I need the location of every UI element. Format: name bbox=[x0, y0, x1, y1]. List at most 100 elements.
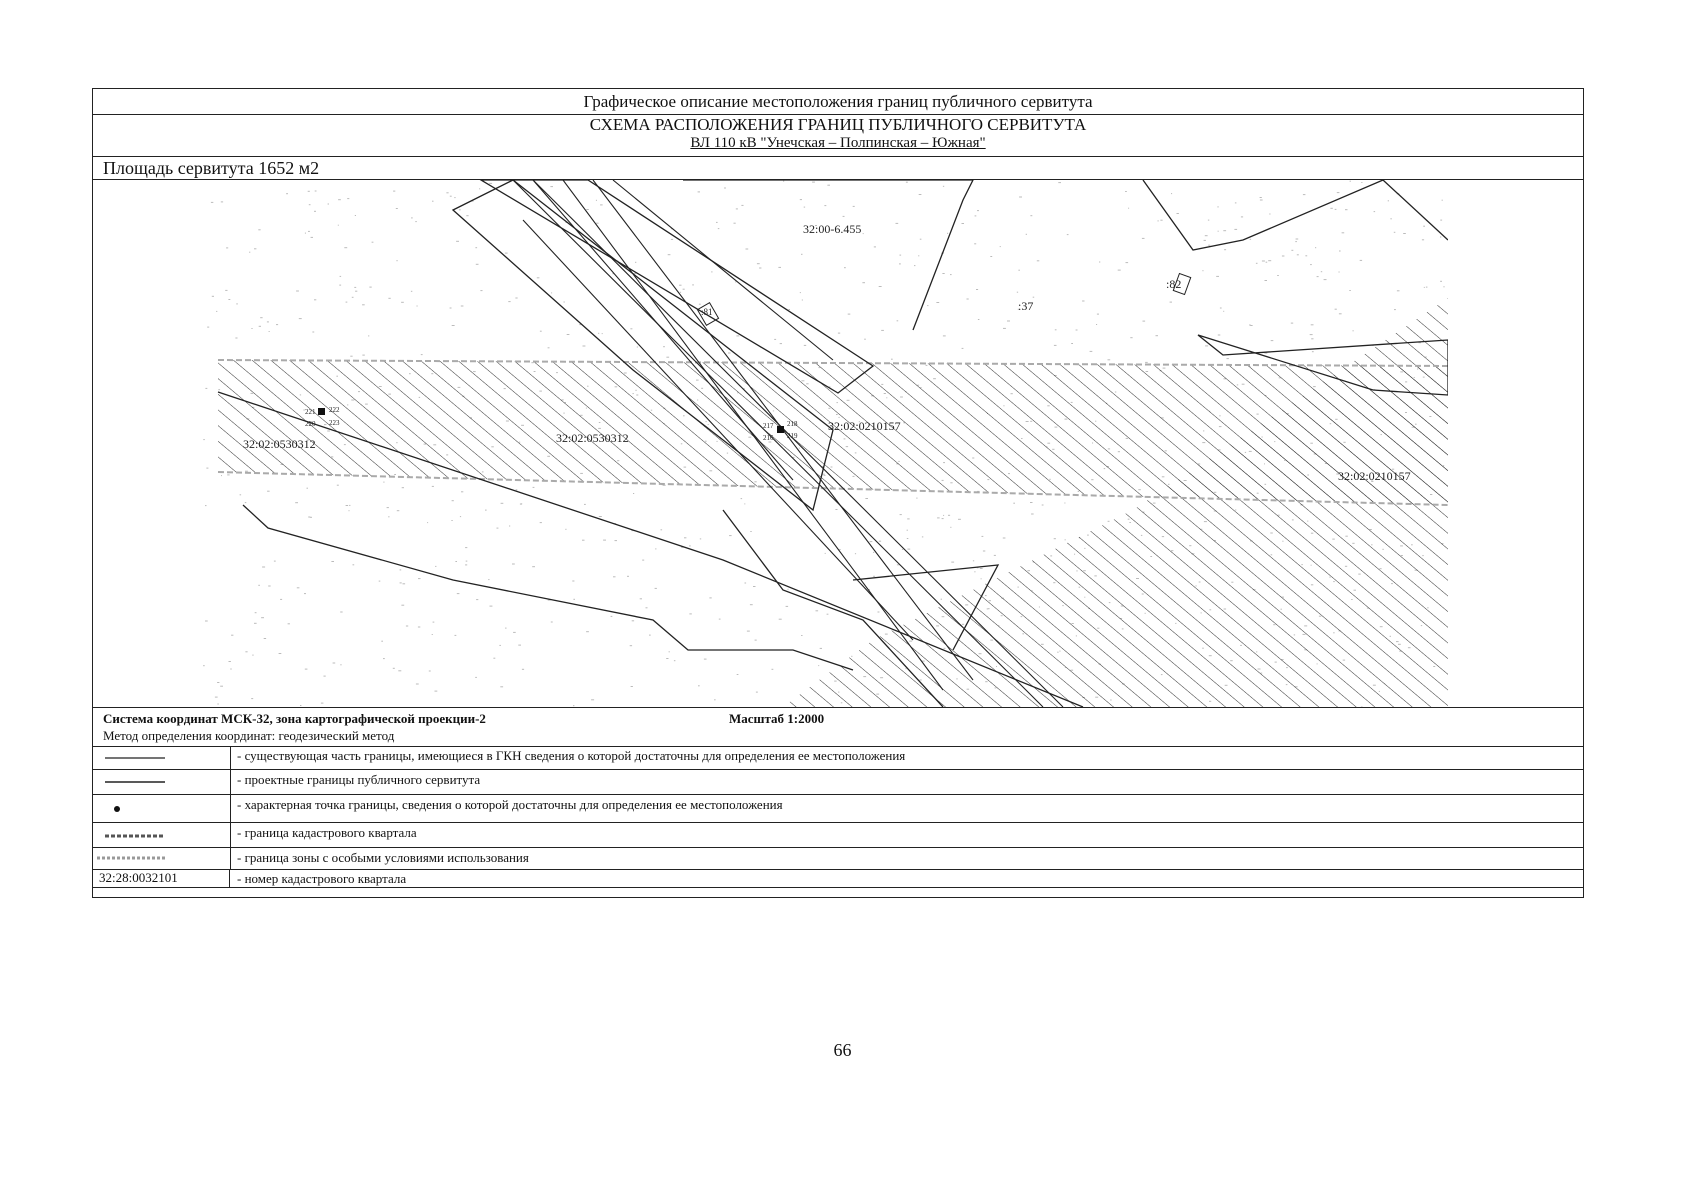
noise-dot bbox=[977, 210, 979, 212]
noise-dot bbox=[698, 303, 701, 305]
noise-dot bbox=[465, 560, 468, 562]
noise-dot bbox=[339, 275, 342, 277]
noise-dot bbox=[951, 561, 955, 563]
noise-dot bbox=[314, 299, 317, 301]
noise-dot bbox=[799, 292, 801, 294]
noise-dot bbox=[488, 579, 490, 581]
noise-dot bbox=[679, 284, 682, 286]
noise-dot bbox=[258, 229, 261, 231]
noise-dot bbox=[980, 578, 982, 580]
noise-dot bbox=[1423, 225, 1425, 227]
noise-dot bbox=[869, 541, 873, 543]
quarter-label: 32:02:0530312 bbox=[556, 431, 629, 445]
map-canvas: 32:02:0530312 32:02:0530312 32:02:021015… bbox=[203, 180, 1448, 707]
noise-dot bbox=[278, 653, 282, 654]
noise-dot bbox=[1018, 269, 1020, 271]
characteristic-point-left bbox=[318, 408, 325, 415]
noise-dot bbox=[941, 518, 944, 520]
noise-dot bbox=[399, 569, 402, 571]
noise-dot bbox=[249, 251, 251, 253]
noise-dot bbox=[936, 302, 940, 303]
legend-text: - проектные границы публичного сервитута bbox=[237, 772, 481, 787]
noise-dot bbox=[401, 604, 405, 606]
noise-dot bbox=[1440, 280, 1442, 282]
point-number: 218 bbox=[787, 420, 798, 428]
noise-dot bbox=[1270, 340, 1274, 342]
legend-row: - существующая часть границы, имеющиеся … bbox=[93, 746, 1583, 770]
noise-dot bbox=[1178, 284, 1180, 286]
noise-dot bbox=[369, 286, 372, 288]
noise-dot bbox=[504, 252, 508, 254]
noise-dot bbox=[716, 221, 718, 223]
noise-dot bbox=[815, 610, 819, 612]
noise-dot bbox=[518, 644, 521, 646]
noise-dot bbox=[539, 522, 542, 524]
noise-dot bbox=[500, 502, 504, 504]
noise-dot bbox=[881, 329, 884, 331]
noise-dot bbox=[896, 564, 900, 566]
noise-dot bbox=[383, 658, 385, 660]
noise-dot bbox=[1204, 235, 1208, 237]
noise-dot bbox=[340, 664, 342, 666]
noise-dot bbox=[891, 358, 893, 360]
noise-dot bbox=[327, 203, 329, 205]
noise-dot bbox=[258, 584, 260, 586]
noise-dot bbox=[803, 344, 807, 346]
scheme-sheet: Графическое описание местоположения гран… bbox=[92, 88, 1584, 898]
noise-dot bbox=[378, 580, 381, 582]
point-number: 222 bbox=[329, 406, 340, 414]
noise-dot bbox=[1345, 209, 1348, 211]
noise-dot bbox=[354, 215, 356, 216]
noise-dot bbox=[1315, 247, 1317, 249]
noise-dot bbox=[1336, 192, 1340, 194]
noise-dot bbox=[1155, 335, 1158, 337]
noise-dot bbox=[666, 356, 670, 358]
cadastral-map: 32:02:0530312 32:02:0530312 32:02:021015… bbox=[93, 180, 1583, 708]
noise-dot bbox=[332, 662, 336, 664]
noise-dot bbox=[396, 260, 398, 262]
noise-dot bbox=[258, 325, 261, 327]
noise-dot bbox=[990, 256, 993, 257]
noise-dot bbox=[1117, 269, 1121, 271]
legend-text: - граница зоны с особыми условиями испол… bbox=[237, 850, 529, 865]
noise-dot bbox=[1130, 337, 1133, 339]
noise-dot bbox=[598, 516, 602, 517]
noise-dot bbox=[539, 330, 542, 332]
noise-dot bbox=[304, 668, 308, 670]
noise-dot bbox=[226, 247, 229, 249]
noise-dot bbox=[873, 575, 876, 577]
noise-dot bbox=[745, 248, 749, 250]
noise-dot bbox=[1089, 350, 1093, 352]
noise-dot bbox=[220, 685, 223, 687]
noise-dot bbox=[999, 246, 1001, 248]
noise-dot bbox=[362, 304, 365, 306]
noise-dot bbox=[345, 301, 348, 303]
noise-dot bbox=[465, 547, 468, 549]
legend-symbol bbox=[93, 795, 231, 822]
noise-dot bbox=[220, 201, 224, 203]
noise-dot bbox=[1338, 271, 1340, 273]
noise-dot bbox=[877, 611, 880, 613]
noise-dot bbox=[614, 540, 617, 542]
noise-dot bbox=[254, 622, 257, 624]
quarter-label: 32:02:0530312 bbox=[243, 437, 316, 451]
noise-dot bbox=[417, 626, 421, 628]
noise-dot bbox=[818, 665, 820, 667]
point-number: 220 bbox=[305, 420, 316, 428]
noise-dot bbox=[862, 233, 864, 235]
noise-dot bbox=[307, 190, 310, 192]
noise-dot bbox=[536, 277, 540, 279]
noise-dot bbox=[735, 281, 737, 283]
noise-dot bbox=[1141, 237, 1145, 239]
noise-dot bbox=[304, 593, 306, 595]
noise-dot bbox=[1255, 262, 1258, 264]
legend-text: - граница кадастрового квартала bbox=[237, 825, 417, 840]
noise-dot bbox=[206, 467, 209, 469]
noise-dot bbox=[1208, 244, 1211, 246]
noise-dot bbox=[740, 498, 743, 500]
noise-dot bbox=[744, 582, 747, 584]
noise-dot bbox=[847, 313, 851, 315]
noise-dot bbox=[666, 658, 669, 659]
noise-dot bbox=[598, 332, 600, 334]
noise-dot bbox=[1203, 239, 1206, 241]
